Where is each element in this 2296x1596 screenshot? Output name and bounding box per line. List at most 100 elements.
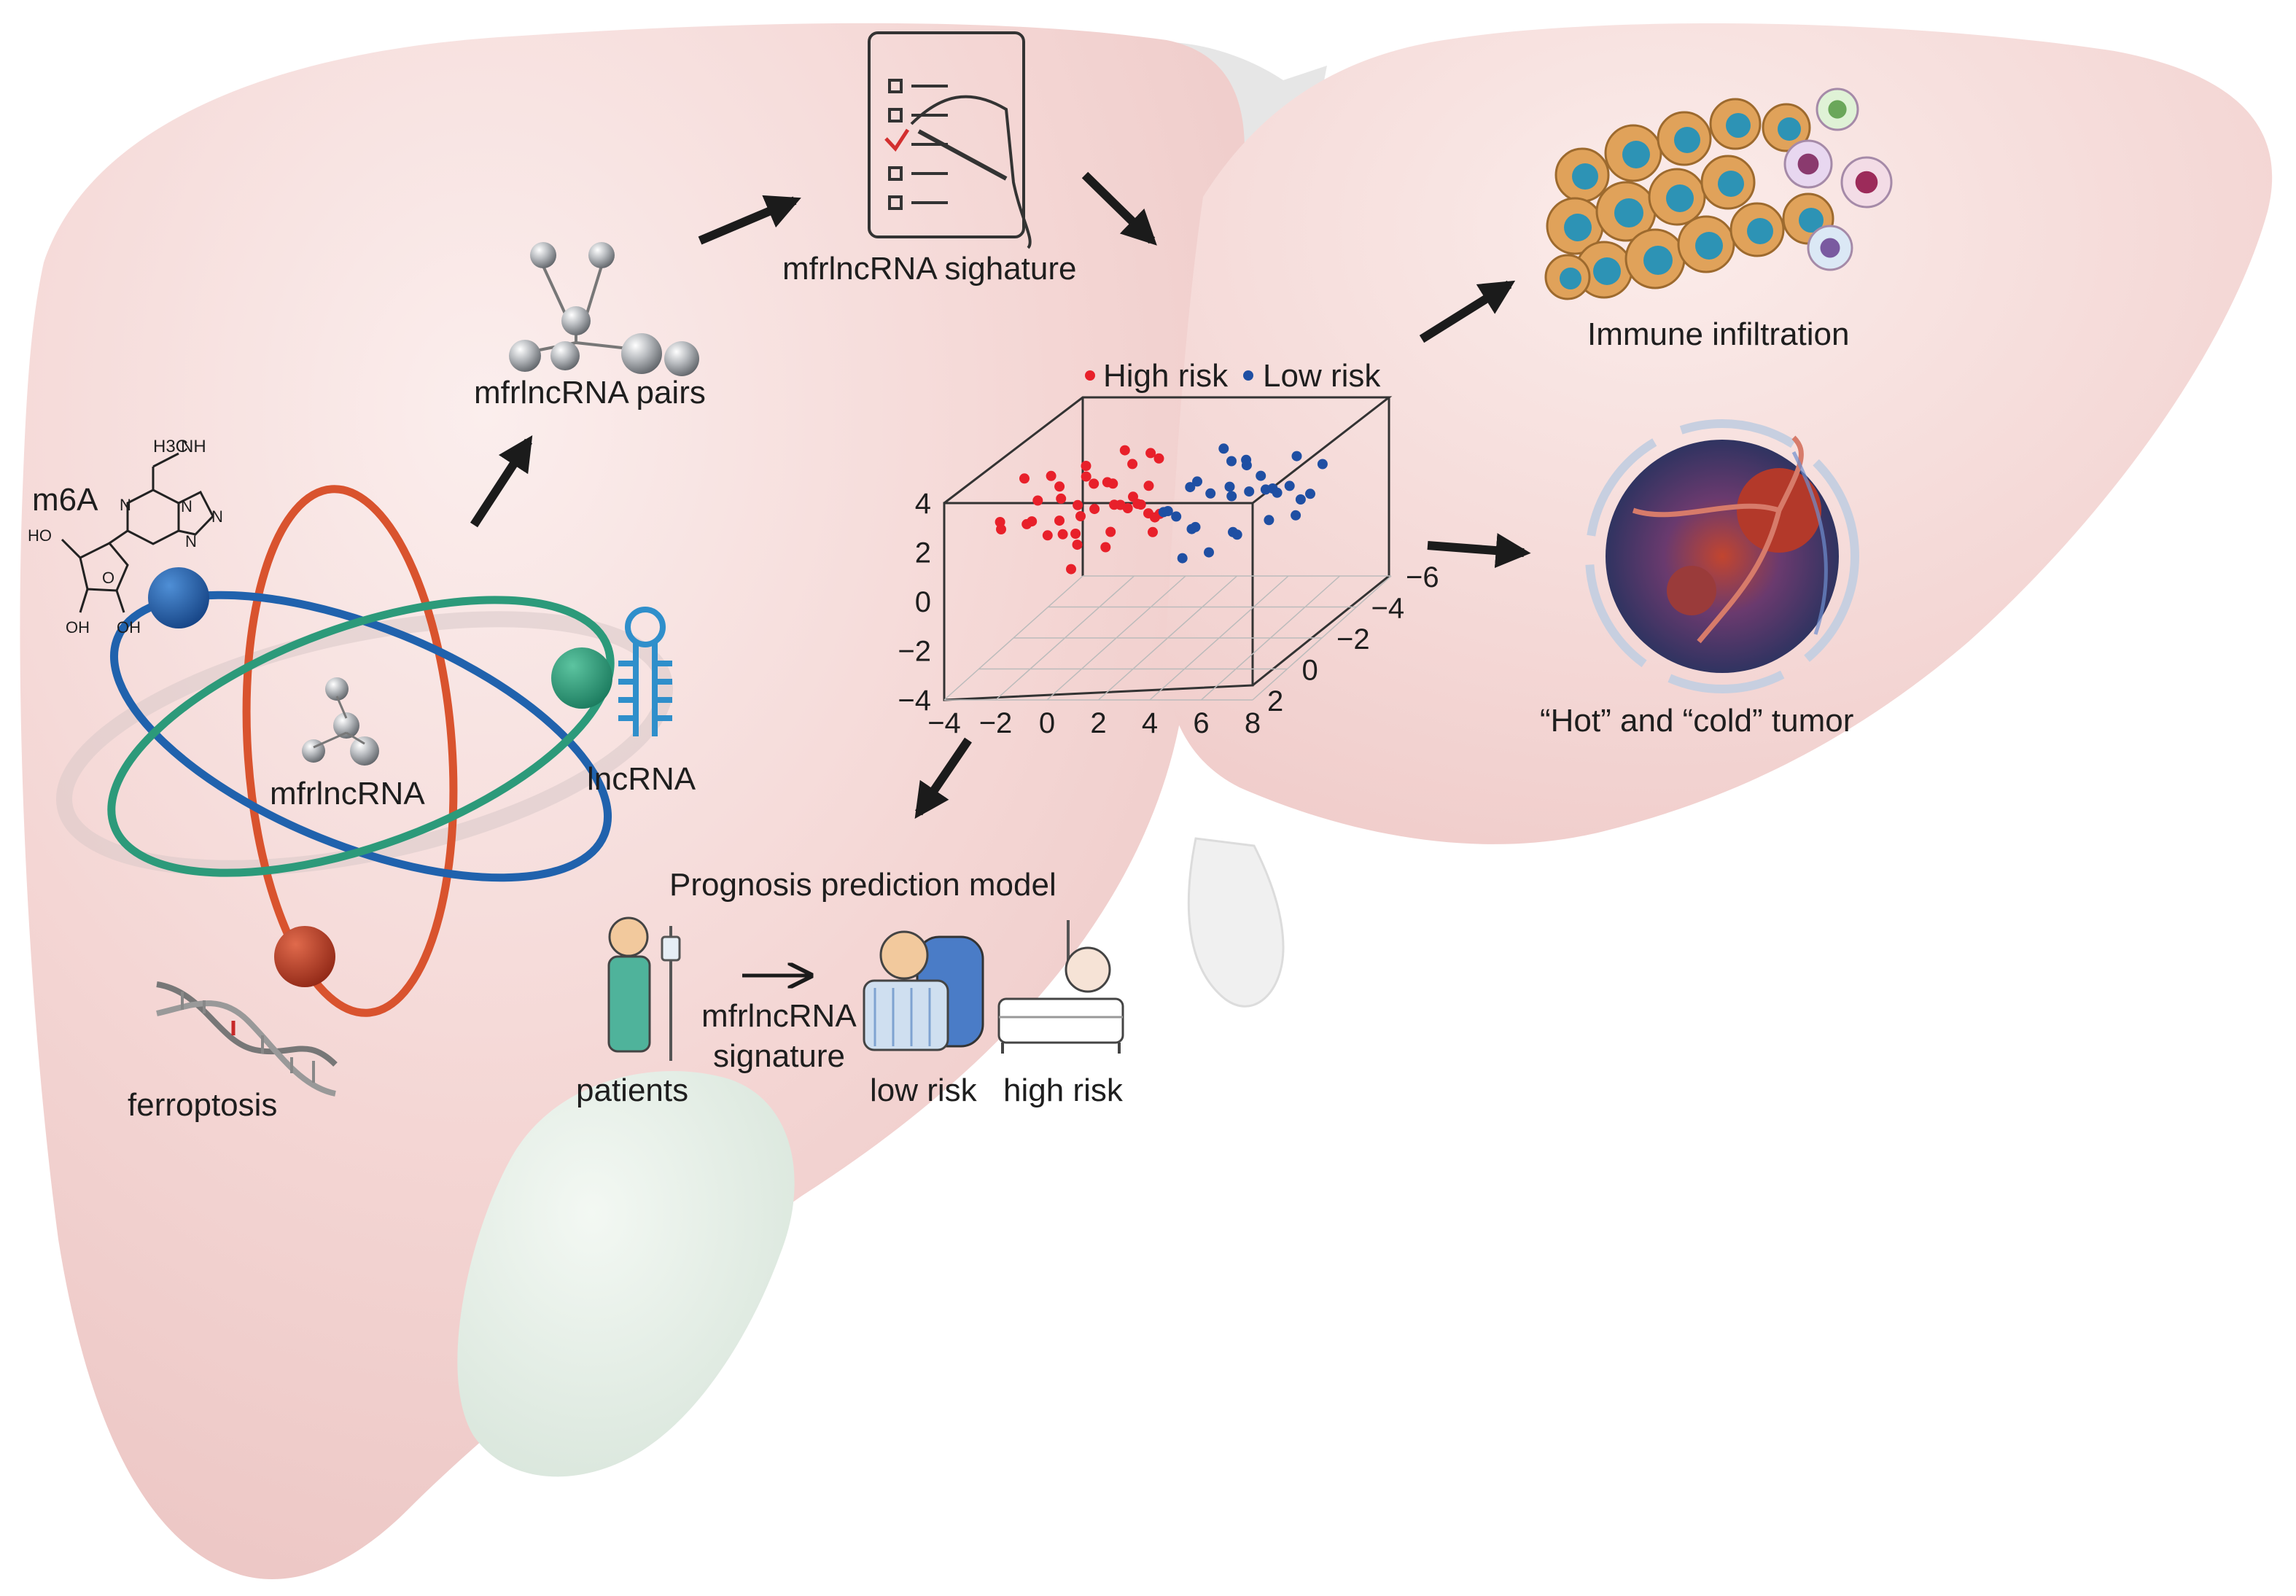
hepatic-vein [1187,837,1285,1008]
cell-nucleus [1778,117,1801,141]
electron-blue [148,567,209,628]
immune-cell-nucleus [1828,100,1847,119]
m6a-structure-icon [61,452,214,613]
svg-text:OH: OH [117,618,141,637]
z-tick-label: 2 [915,537,931,569]
point-low-risk [1291,451,1302,462]
immune-cell-nucleus [1855,171,1878,194]
point-low-risk [1190,521,1201,532]
liver-illustration [20,23,2273,1580]
arrow-pairs-to-signature [698,195,801,245]
svg-text:N: N [120,496,131,514]
pairs-label: mfrlncRNA pairs [474,375,706,410]
orbit-blue [110,591,612,882]
point-high-risk [1027,516,1038,527]
point-high-risk [1108,478,1118,489]
lncrna-hairpin-icon [618,607,672,736]
mfrlncrna-label: mfrlncRNA [270,776,425,811]
cell-nucleus [1666,184,1694,212]
point-high-risk [1072,540,1083,550]
liver-right-lobe [1165,23,2273,844]
point-low-risk [1295,494,1306,505]
point-high-risk [1073,499,1083,510]
x-tick-label: 8 [1245,707,1261,739]
point-high-risk [1122,503,1133,513]
dna-helix-icon [156,981,338,1097]
lncrna-label: lncRNA [587,761,696,797]
point-high-risk [1105,526,1116,537]
point-high-risk [1081,461,1091,471]
electron-green [551,647,612,709]
point-high-risk [1046,470,1056,481]
liver-left-lobe [20,23,1245,1580]
point-high-risk [1070,529,1081,539]
mfrlncrna-molecule-icon [302,677,379,766]
svg-text:OH: OH [66,618,90,637]
scatter-points [995,443,1328,575]
point-high-risk [1100,542,1111,553]
cell-nucleus [1799,208,1824,233]
cell-nucleus [1726,113,1751,138]
point-low-risk [1192,476,1202,487]
checklist-icon [868,31,1032,249]
hot-cold-label: “Hot” and “cold” tumor [1540,703,1853,739]
cell-nucleus [1674,127,1700,153]
point-high-risk [1145,448,1156,459]
low-risk-patient-icon [863,930,984,1051]
svg-text:HO: HO [28,526,52,545]
point-high-risk [1109,499,1120,510]
point-low-risk [1284,480,1295,491]
point-low-risk [1171,511,1182,522]
immune-label: Immune infiltration [1587,316,1849,352]
x-tick-label: 4 [1142,707,1158,739]
point-high-risk [1153,453,1164,464]
point-high-risk [1054,481,1065,492]
point-high-risk [996,524,1006,534]
point-low-risk [1218,443,1229,454]
point-low-risk [1256,470,1266,481]
immune-cells-illustration [1544,87,1893,300]
point-low-risk [1231,529,1242,540]
y-tick-label: −2 [1336,623,1370,655]
scatter-box [943,396,1393,701]
point-high-risk [1089,504,1100,515]
point-high-risk [1075,511,1086,521]
y-tick-label: −4 [1371,593,1405,625]
y-tick-label: 0 [1302,655,1318,687]
point-high-risk [1089,478,1100,489]
arrow-plot-to-immune [1419,280,1516,343]
ferroptosis-label: ferroptosis [128,1087,277,1123]
point-high-risk [1135,499,1146,510]
point-low-risk [1185,482,1196,493]
gallbladder [457,1071,795,1477]
svg-text:N: N [185,532,197,550]
x-tick-label: 0 [1039,707,1055,739]
svg-text:O: O [102,569,114,587]
point-high-risk [1149,512,1160,523]
scatter-legend: High risk Low risk [1085,358,1381,394]
cell-nucleus [1560,268,1581,289]
point-low-risk [1305,488,1315,499]
point-low-risk [1177,553,1188,564]
point-high-risk [1143,480,1154,491]
point-low-risk [1204,547,1214,558]
cell-nucleus [1695,232,1723,260]
svg-text:NH: NH [181,437,206,456]
arrow-plot-to-prognosis [914,737,972,819]
arrow-plot-to-tumor [1427,533,1531,569]
cell-nucleus [1572,163,1598,190]
point-low-risk [1244,486,1255,497]
point-high-risk [1054,515,1065,526]
x-tick-label: 6 [1193,707,1209,739]
immune-cell-nucleus [1797,153,1819,175]
x-tick-label: −4 [927,707,961,739]
atom-model: mfrlncRNA [55,485,674,1017]
signature-line1: mfrlncRNA [701,998,857,1034]
legend-label-high-risk: High risk [1103,358,1229,394]
m6a-label: m6A [32,482,98,518]
svg-text:N: N [211,507,223,526]
point-high-risk [1019,473,1030,484]
cell-nucleus [1564,214,1592,241]
